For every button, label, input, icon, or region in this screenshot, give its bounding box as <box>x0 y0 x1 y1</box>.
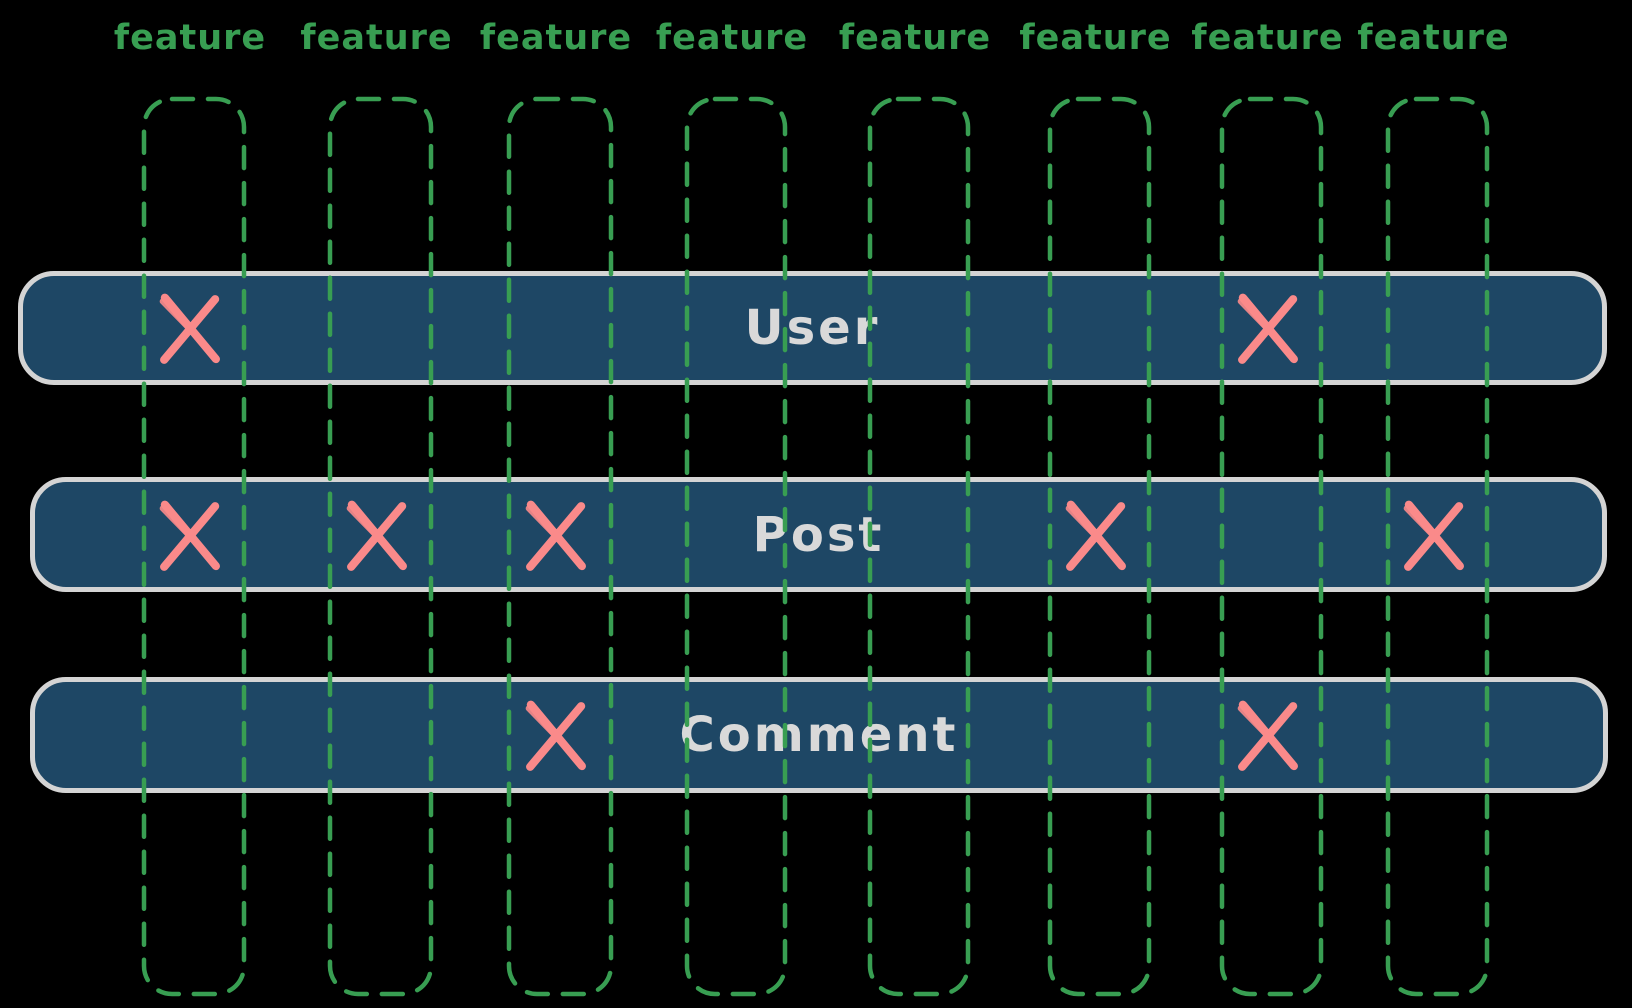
feature-label: feature <box>479 18 633 58</box>
x-mark-icon <box>1231 284 1305 376</box>
entity-row-post: Post <box>30 477 1607 592</box>
x-mark-icon <box>153 284 227 376</box>
feature-column <box>1218 95 1325 1002</box>
x-mark-icon <box>1231 691 1305 783</box>
feature-column <box>326 95 435 1002</box>
x-mark-icon <box>519 491 593 583</box>
feature-column <box>866 95 972 1002</box>
x-mark-icon <box>1059 491 1133 583</box>
feature-column <box>683 95 789 1002</box>
feature-label: feature <box>1357 18 1510 58</box>
row-label: Post <box>752 506 885 563</box>
feature-label: feature <box>1019 18 1172 58</box>
feature-label: feature <box>1191 18 1344 58</box>
feature-column <box>505 95 615 1002</box>
row-label: Comment <box>679 707 959 763</box>
feature-label: feature <box>113 18 267 58</box>
entity-row-user: User <box>18 271 1607 385</box>
x-mark-icon <box>1397 491 1471 583</box>
x-mark-icon <box>340 491 414 583</box>
feature-column <box>1384 95 1491 1002</box>
row-label: User <box>744 300 881 356</box>
feature-label: feature <box>300 18 453 58</box>
entity-row-comment: Comment <box>30 677 1608 793</box>
feature-column <box>1046 95 1153 1002</box>
x-mark-icon <box>519 691 593 783</box>
feature-label: feature <box>838 18 992 58</box>
feature-column <box>140 95 248 1002</box>
feature-label: feature <box>655 18 809 58</box>
x-mark-icon <box>153 491 227 583</box>
